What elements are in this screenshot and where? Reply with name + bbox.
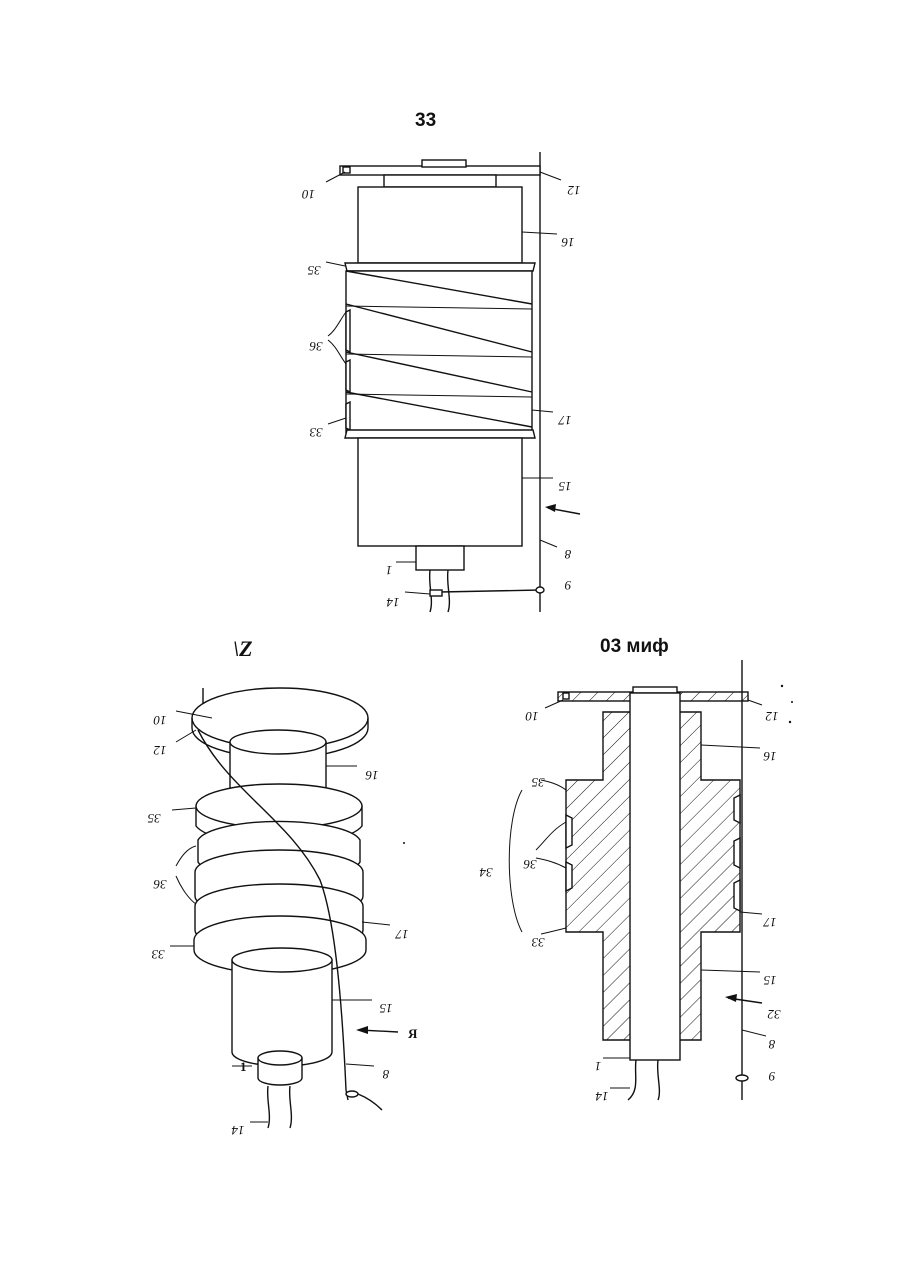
flange-35 [345, 263, 535, 271]
label-17: 17 [763, 915, 777, 930]
label-33: 33 [309, 425, 324, 440]
label-14: 14 [231, 1123, 245, 1138]
label-1: 1 [240, 1059, 247, 1074]
label-36: 36 [523, 857, 538, 872]
label-16: 16 [365, 768, 379, 783]
figure-2-drawing: 10 12 16 35 36 17 33 15 Я 1 8 14 [147, 688, 418, 1138]
label-15: 15 [763, 973, 777, 988]
label-14: 14 [595, 1089, 609, 1104]
label-17: 17 [395, 927, 409, 942]
label-9: 9 [768, 1069, 775, 1084]
label-32: 32 [767, 1007, 782, 1022]
shaft [630, 693, 680, 1060]
shaft [416, 546, 464, 570]
label-36: 36 [309, 339, 324, 354]
label-35: 35 [531, 775, 546, 790]
label-15: 15 [558, 479, 572, 494]
label-35: 35 [307, 263, 322, 278]
label-9: 9 [564, 578, 571, 593]
label-15: 15 [379, 1001, 393, 1016]
label-10: 10 [302, 187, 316, 202]
label-34: 34 [479, 865, 494, 880]
helical-body [346, 271, 532, 433]
label-8: 8 [768, 1037, 775, 1052]
label-36: 36 [153, 877, 168, 892]
label-17: 17 [558, 413, 572, 428]
label-12: 12 [567, 183, 581, 198]
upper-cylinder [358, 187, 522, 263]
lower-cylinder [358, 438, 522, 546]
label-33: 33 [531, 935, 546, 950]
flange-33 [345, 430, 535, 438]
label-1: 1 [386, 563, 393, 578]
lower-cylinder [232, 960, 332, 1066]
label-16: 16 [561, 235, 575, 250]
label-12: 12 [765, 709, 779, 724]
label-35: 35 [147, 811, 162, 826]
label-10: 10 [525, 709, 539, 724]
figure-3-drawing: 10 12 16 35 36 34 17 33 15 32 8 1 9 14 [403, 660, 793, 1104]
label-10: 10 [153, 713, 167, 728]
label-12: 12 [153, 743, 167, 758]
label-1: 1 [595, 1059, 602, 1074]
label-8: 8 [382, 1067, 389, 1082]
label-16: 16 [763, 749, 777, 764]
label-8: 8 [564, 547, 571, 562]
figure-1-drawing: 10 12 16 35 36 33 17 15 8 1 9 14 [302, 152, 581, 612]
label-arrow-ya: Я [408, 1026, 418, 1041]
label-33: 33 [151, 947, 166, 962]
label-14: 14 [386, 595, 400, 610]
